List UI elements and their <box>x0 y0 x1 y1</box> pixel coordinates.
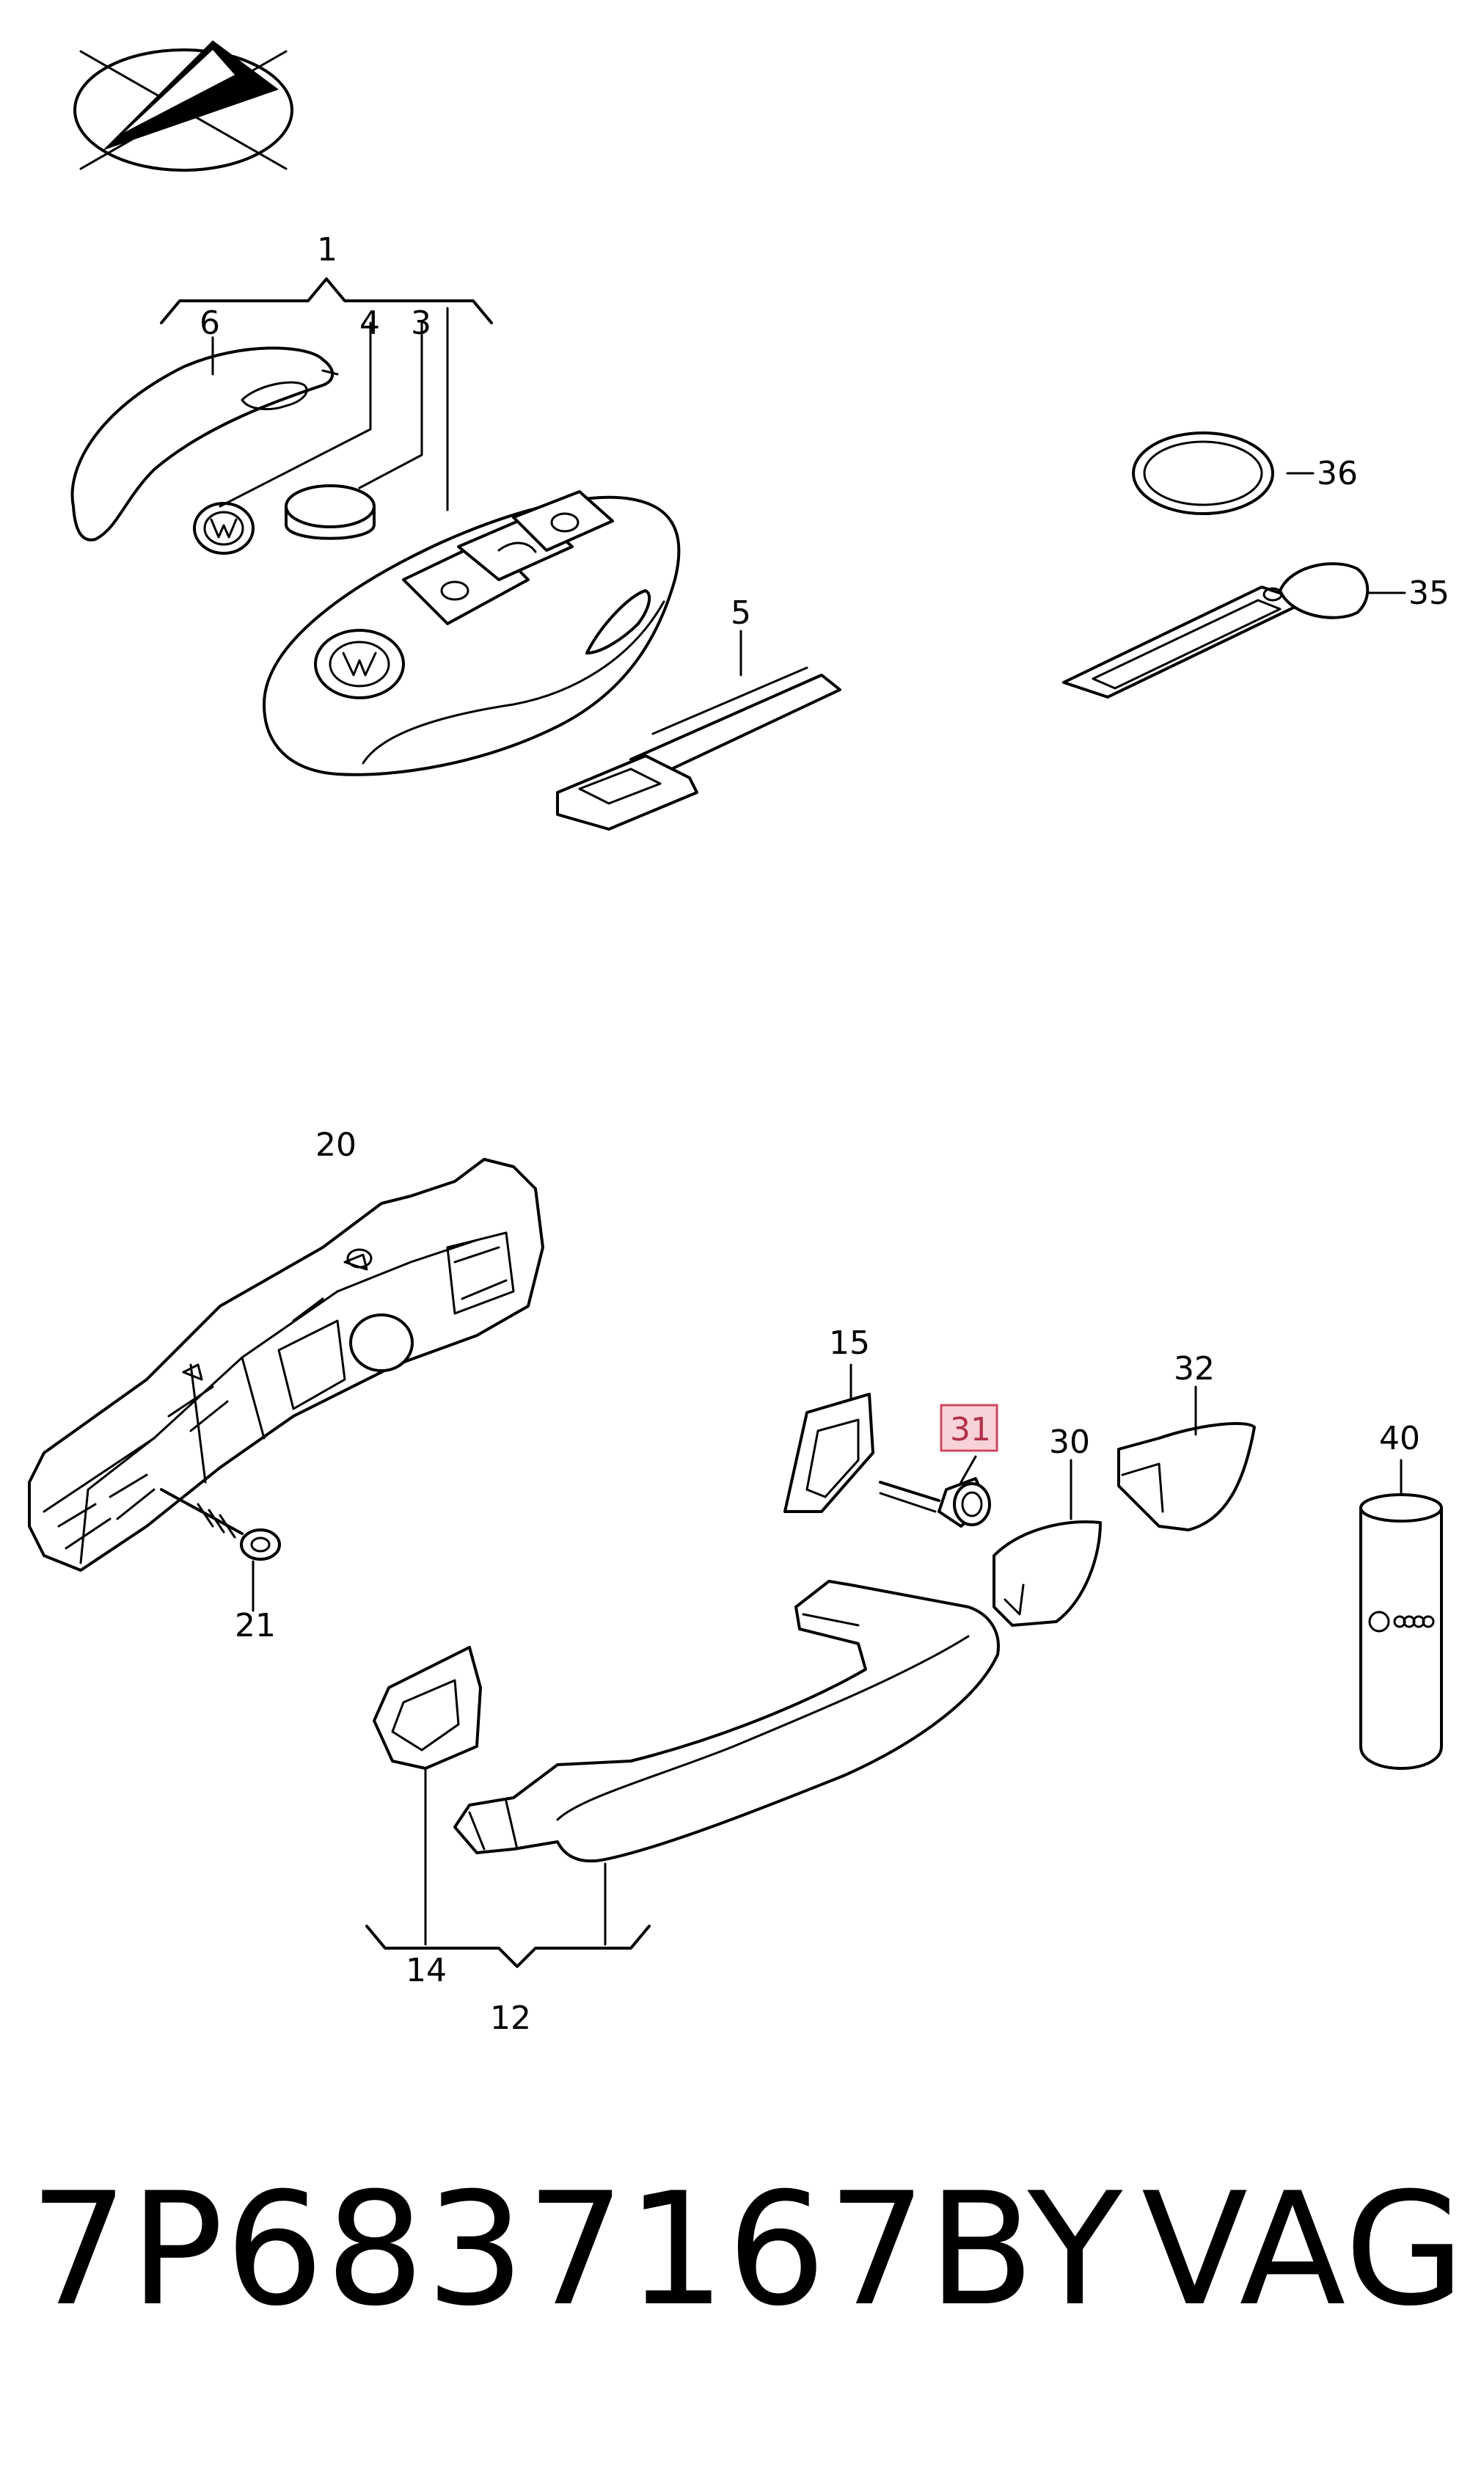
part-14-gasket <box>373 1646 482 1946</box>
callout-35: 35 <box>1408 575 1450 612</box>
callout-labels: 1 6 4 3 5 36 35 20 15 32 30 40 21 14 12 … <box>200 231 1450 2037</box>
callout-3: 3 <box>411 305 431 342</box>
callout-32: 32 <box>1174 1350 1215 1388</box>
vw-emblem-small-icon <box>1368 1611 1390 1633</box>
brand-name: VAG <box>1141 2159 1467 2340</box>
part-12-handle <box>453 1580 1000 1946</box>
callout-40: 40 <box>1379 1420 1420 1457</box>
audi-rings-icon <box>1393 1615 1435 1628</box>
part-5-key-blade <box>556 666 841 831</box>
bracket-12 <box>365 1925 651 1968</box>
part-35-tag <box>1062 562 1370 699</box>
part-3-battery <box>285 484 376 540</box>
callout-1: 1 <box>317 231 337 269</box>
callout-20: 20 <box>315 1126 357 1164</box>
part-15-gasket <box>783 1363 874 1513</box>
callout-6: 6 <box>200 305 220 342</box>
part-number: 7P6837167BY <box>29 2159 1125 2340</box>
callout-31-highlight: 31 <box>940 1404 998 1452</box>
part-30-cap <box>993 1459 1102 1627</box>
leaders-top <box>211 307 1406 677</box>
callout-36: 36 <box>1317 455 1358 492</box>
part-36-ring <box>1132 431 1274 515</box>
callout-5: 5 <box>731 594 751 632</box>
callout-4: 4 <box>359 305 380 342</box>
part-6-key-cover <box>70 346 339 542</box>
part-40-bottle <box>1359 1459 1443 1770</box>
callout-30: 30 <box>1049 1424 1090 1461</box>
part-20-handle-carrier <box>28 1158 544 1572</box>
callout-15: 15 <box>829 1324 870 1362</box>
key-fob <box>263 490 681 776</box>
callout-31: 31 <box>950 1411 991 1448</box>
compass-logo-icon <box>73 40 293 172</box>
callout-21: 21 <box>235 1607 276 1644</box>
part-21-screw <box>160 1488 281 1612</box>
bracket-1 <box>160 277 493 324</box>
vw-emblem-icon <box>193 502 255 555</box>
callout-12: 12 <box>490 2000 531 2037</box>
part-31-lock-cylinder <box>879 1455 991 1528</box>
part-32-cap <box>1117 1385 1256 1531</box>
callout-14: 14 <box>406 1952 447 1989</box>
